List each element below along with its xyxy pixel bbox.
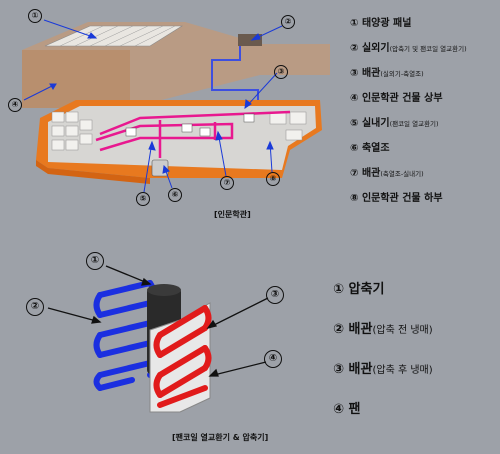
- top-legend-item: ⑥ 축열조: [350, 143, 390, 154]
- callout-2: ②: [281, 15, 295, 29]
- callout-4: ④: [8, 98, 22, 112]
- bottom-caption: [팬코일 열교환기 & 압축기]: [172, 433, 269, 442]
- top-legend-item: ④ 인문학관 건물 상부: [350, 93, 443, 104]
- callout-8: ⑧: [266, 172, 280, 186]
- callout-3: ③: [274, 65, 288, 79]
- top-legend-item: ⑦ 배관(축열조-실내기): [350, 168, 424, 179]
- top-legend-item: ① 태양광 패널: [350, 18, 412, 29]
- bottom-legend-item: ② 배관(압축 전 냉매): [333, 322, 433, 337]
- top-legend-item: ⑧ 인문학관 건물 하부: [350, 193, 443, 204]
- bottom-legend-item: ④ 팬: [333, 402, 361, 417]
- solar-panels: [44, 25, 184, 47]
- callout-7: ⑦: [220, 176, 234, 190]
- callout-5: ⑤: [136, 192, 150, 206]
- coil-callout-3: ③: [266, 286, 284, 304]
- top-caption: [인문학관]: [214, 210, 251, 219]
- top-legend-item: ③ 배관(실외기-축열조): [350, 68, 424, 79]
- pipe-outdoor-tank: [211, 46, 259, 130]
- callout-1: ①: [28, 9, 42, 23]
- coil-callout-1: ①: [86, 252, 104, 270]
- bottom-legend-item: ③ 배관(압축 후 냉매): [333, 362, 433, 377]
- top-legend-item: ⑤ 실내기(팬코일 열교환기): [350, 118, 439, 129]
- top-legend-item: ② 실외기(압축기 및 팬코일 열교환기): [350, 43, 467, 54]
- bottom-legend-item: ① 압축기: [333, 282, 385, 297]
- coil-callout-2: ②: [26, 298, 44, 316]
- callout-6: ⑥: [168, 188, 182, 202]
- coil-illustration: [93, 280, 212, 413]
- coil-callout-4: ④: [264, 350, 282, 368]
